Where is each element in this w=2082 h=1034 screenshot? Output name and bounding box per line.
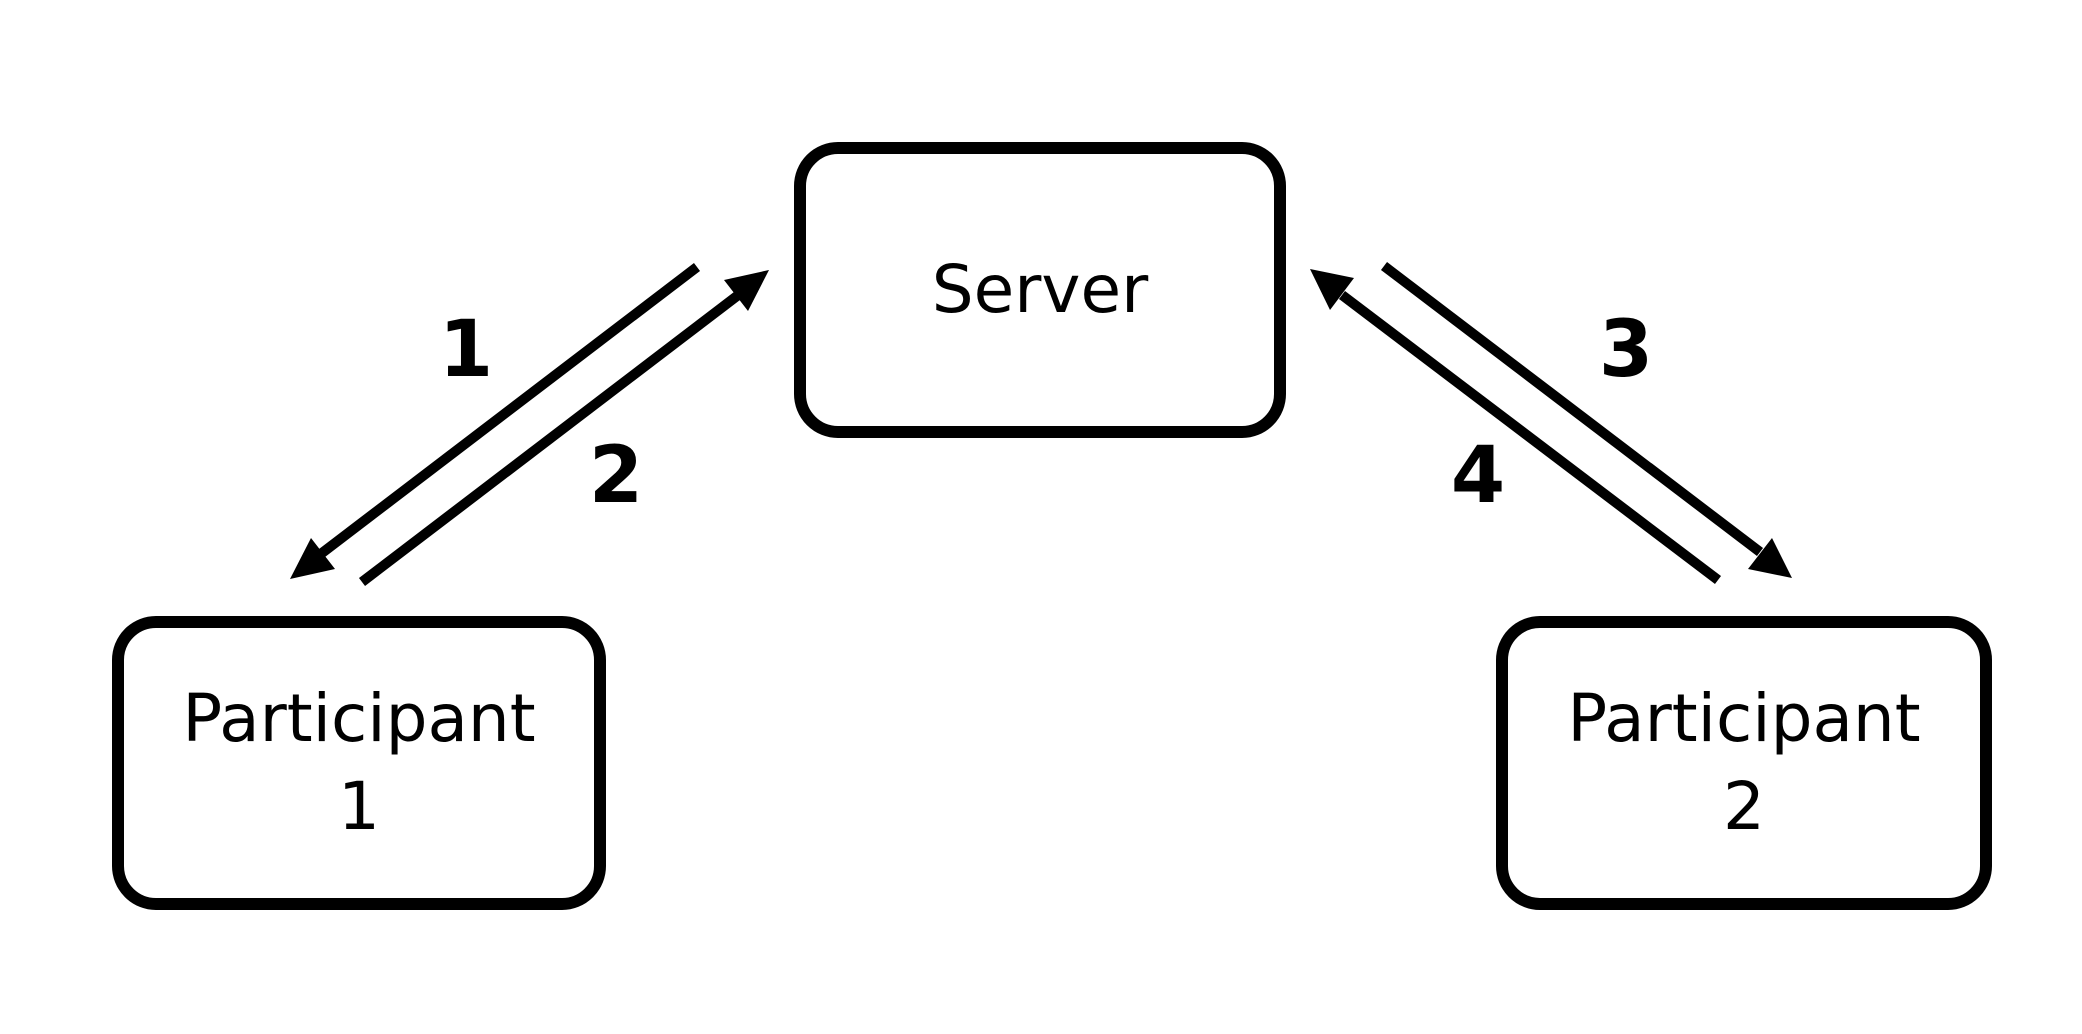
participant-2-label-line-1: Participant bbox=[1567, 680, 1921, 757]
arrowhead-icon bbox=[724, 270, 769, 311]
edge-1-label: 1 bbox=[438, 305, 494, 395]
edge-3-label: 3 bbox=[1598, 305, 1654, 395]
edge-1-server-to-participant-1 bbox=[290, 263, 701, 579]
server-node: Server bbox=[794, 142, 1286, 438]
participant-2-node: Participant 2 bbox=[1496, 616, 1992, 910]
edge-4-participant-2-to-server bbox=[1310, 269, 1722, 584]
arrowhead-icon bbox=[290, 538, 335, 579]
edge-3-server-to-participant-2 bbox=[1380, 262, 1792, 578]
arrowhead-icon bbox=[1310, 269, 1354, 310]
edge-4-label: 4 bbox=[1450, 431, 1506, 521]
edge-2-label: 2 bbox=[588, 431, 644, 521]
server-label: Server bbox=[931, 251, 1149, 328]
arrowhead-icon bbox=[1748, 538, 1792, 578]
participant-1-node: Participant 1 bbox=[112, 616, 606, 910]
edge-2-participant-1-to-server bbox=[358, 270, 769, 586]
participant-1-label-line-2: 1 bbox=[338, 768, 380, 845]
participant-1-label-line-1: Participant bbox=[182, 680, 536, 757]
participant-2-label-line-2: 2 bbox=[1723, 768, 1765, 845]
